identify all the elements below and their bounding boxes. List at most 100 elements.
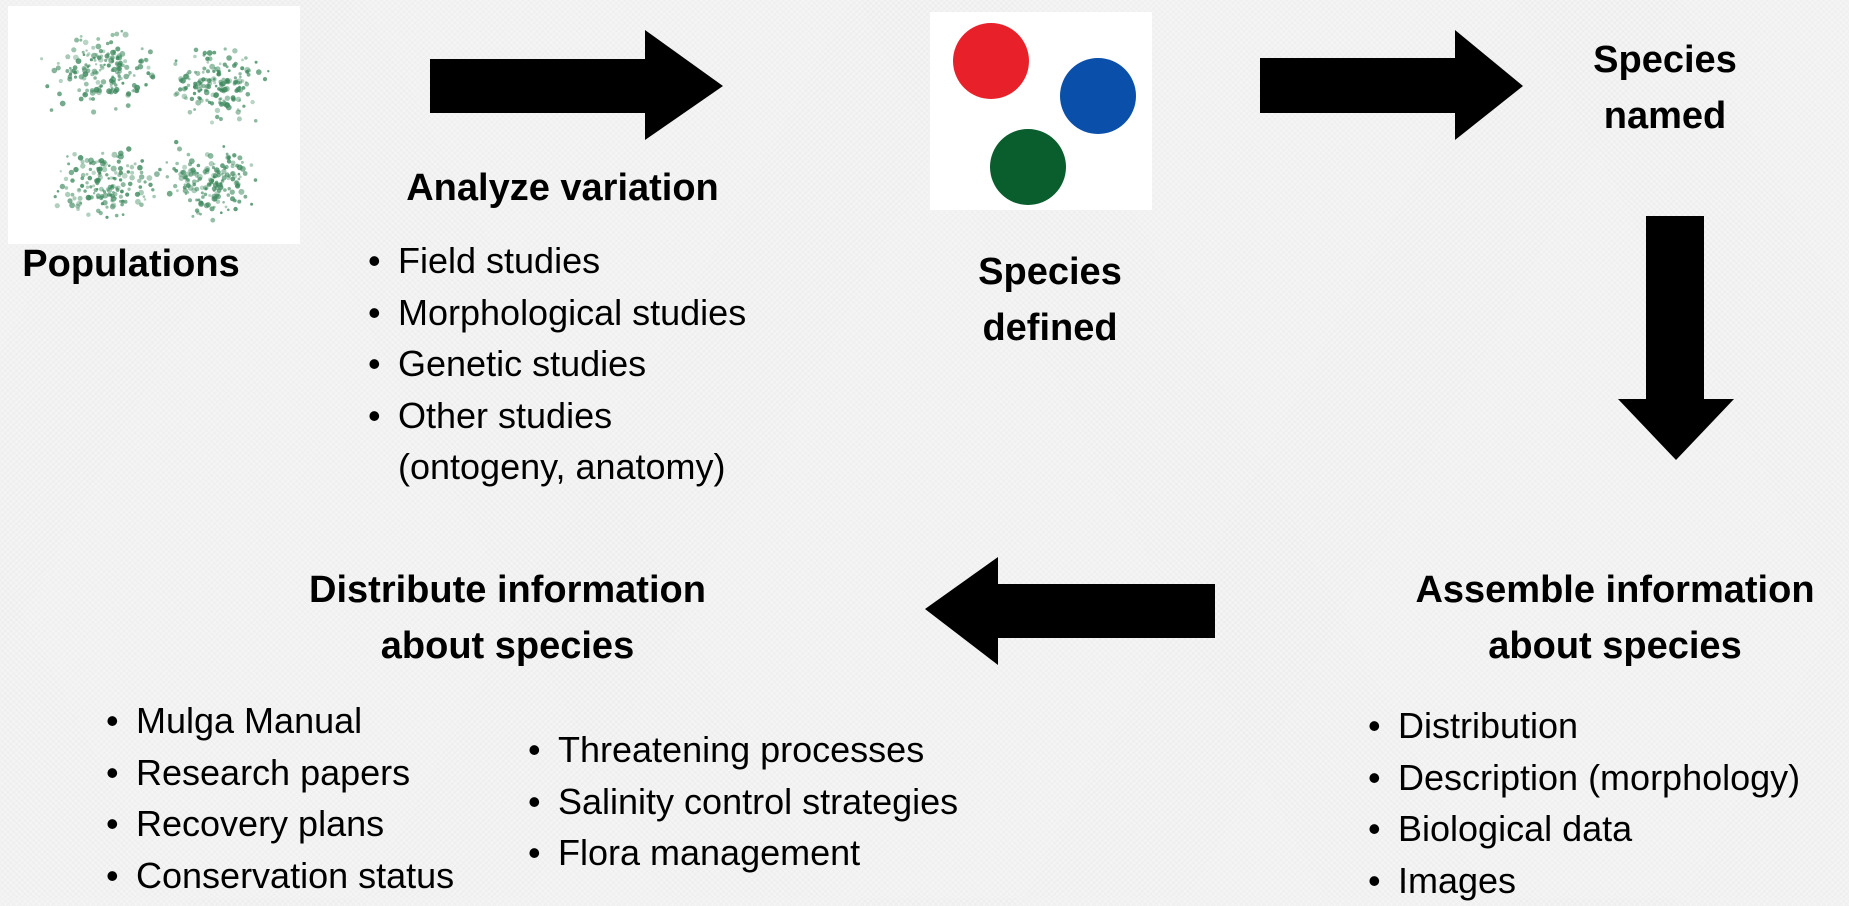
population-dot	[138, 190, 144, 196]
population-dot	[193, 55, 197, 59]
arrow-down-icon	[1618, 216, 1734, 462]
population-dot	[193, 82, 197, 86]
population-dot	[94, 59, 97, 62]
population-dot	[254, 119, 258, 123]
population-dot	[184, 96, 188, 100]
population-dot	[125, 193, 129, 197]
population-dot	[110, 199, 113, 202]
population-dot	[221, 179, 223, 181]
arrow-right-icon	[1260, 30, 1525, 140]
population-dot	[205, 187, 207, 189]
populations-scatter-image	[8, 6, 300, 244]
population-dot	[231, 161, 236, 166]
population-dot	[181, 170, 186, 175]
population-dot	[211, 173, 216, 178]
population-dot	[89, 185, 92, 188]
population-dot	[244, 56, 248, 60]
population-dot	[112, 191, 115, 194]
population-dot	[218, 98, 221, 101]
population-dot	[201, 195, 205, 199]
population-dot	[81, 173, 86, 178]
population-dot	[228, 174, 231, 177]
populations-label: Populations	[0, 236, 262, 292]
population-dot	[224, 174, 226, 176]
population-dot	[70, 178, 74, 182]
population-dot	[71, 193, 75, 197]
population-dot	[119, 171, 123, 175]
population-dot	[65, 192, 70, 197]
population-dot	[128, 74, 130, 76]
population-dot	[128, 71, 132, 75]
population-dot	[67, 162, 70, 165]
population-dot	[98, 167, 102, 171]
population-dot	[114, 171, 118, 175]
population-dot	[216, 70, 218, 72]
list-item: Mulga Manual	[106, 695, 454, 747]
population-dot	[205, 99, 208, 102]
population-dot	[65, 186, 69, 190]
population-dot	[78, 155, 84, 161]
population-dot	[219, 117, 223, 121]
population-dot	[242, 86, 246, 90]
population-dot	[130, 171, 134, 175]
population-dot	[225, 206, 228, 209]
population-dot	[71, 47, 76, 52]
population-dot	[184, 183, 187, 186]
population-dot	[99, 49, 103, 53]
population-dot	[213, 93, 218, 98]
population-dot	[92, 184, 95, 187]
list-item: Recovery plans	[106, 798, 454, 850]
population-dot	[83, 53, 86, 56]
population-dot	[92, 171, 96, 175]
distribute-heading: Distribute information about species	[260, 562, 755, 674]
population-dot	[200, 99, 204, 103]
population-dot	[117, 63, 122, 68]
population-dot	[175, 162, 179, 166]
population-dot	[74, 38, 79, 43]
population-dot	[95, 180, 100, 185]
population-dot	[210, 218, 215, 223]
population-dot	[100, 66, 104, 70]
population-dot	[82, 76, 87, 81]
list-item: Genetic studies	[368, 338, 746, 390]
species-circles-svg	[930, 12, 1152, 210]
population-dot	[209, 161, 214, 166]
population-dot	[241, 161, 244, 164]
population-dot	[212, 70, 215, 73]
population-dot	[173, 62, 177, 66]
population-dot	[147, 175, 153, 181]
population-dot	[96, 167, 98, 169]
population-dot	[245, 81, 247, 83]
population-dot	[206, 61, 209, 64]
population-dot	[107, 193, 111, 197]
population-dot	[217, 72, 222, 77]
population-dot	[90, 90, 96, 96]
list-item: Research papers	[106, 747, 454, 799]
list-item: Description (morphology)	[1368, 752, 1800, 804]
population-dot	[111, 33, 115, 37]
population-dot	[232, 48, 237, 53]
population-dot	[194, 48, 199, 53]
list-item: Other studies	[368, 390, 746, 442]
list-item: Distribution	[1368, 700, 1800, 752]
population-dot	[232, 63, 237, 68]
population-dot	[175, 59, 178, 62]
population-dot	[197, 164, 201, 168]
population-dot	[74, 70, 79, 75]
population-dot	[104, 59, 107, 62]
population-dot	[143, 195, 146, 198]
population-dot	[80, 184, 84, 188]
population-dot	[226, 55, 232, 61]
population-dot	[66, 155, 69, 158]
population-dot	[113, 52, 116, 55]
population-dot	[197, 172, 199, 174]
population-dot	[178, 87, 182, 91]
population-dot	[226, 155, 231, 160]
population-dot	[223, 63, 227, 67]
population-dot	[227, 209, 230, 212]
population-dot	[199, 213, 202, 216]
population-dot	[209, 64, 215, 70]
population-dot	[231, 97, 236, 102]
population-dot	[93, 192, 95, 194]
population-dot	[88, 195, 91, 198]
